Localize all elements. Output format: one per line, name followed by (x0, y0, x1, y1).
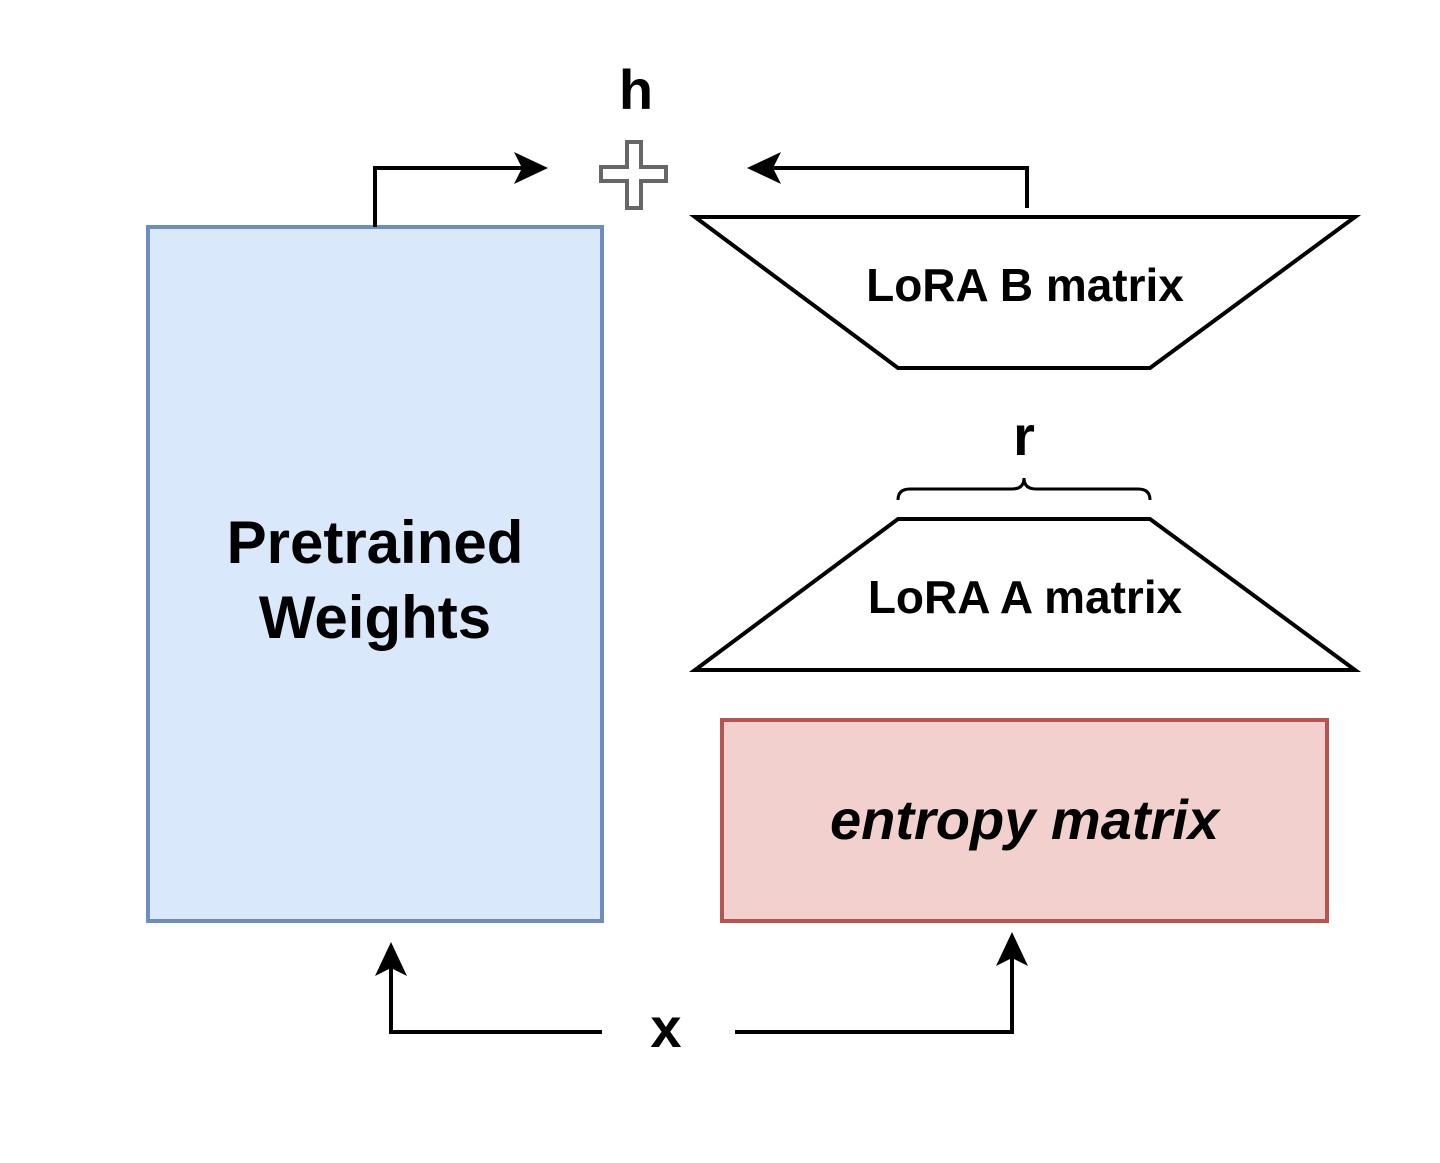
arrowhead-pretrained-to-sum (514, 152, 548, 184)
arrow-x-to-entropy (735, 950, 1014, 1034)
entropy-matrix-label: entropy matrix (830, 788, 1219, 851)
pretrained-weights-label: Pretrained Weights (226, 509, 524, 651)
arrow-x-to-pretrained (389, 960, 602, 1034)
plus-icon (599, 140, 668, 210)
arrowhead-x-to-pretrained (375, 942, 407, 976)
arrow-lora-b-to-sum (766, 166, 1029, 208)
lora-a-matrix-label: LoRA A matrix (867, 571, 1183, 623)
arrowhead-x-to-entropy (996, 932, 1028, 966)
output-h-label: h (618, 58, 654, 121)
lora-b-matrix-block (688, 215, 1362, 370)
rank-r-label: r (1013, 404, 1035, 467)
rank-brace (896, 477, 1152, 501)
lora-a-matrix-block (688, 517, 1362, 672)
input-x-label: x (650, 996, 682, 1059)
arrow-pretrained-to-sum (373, 166, 530, 227)
entropy-matrix-block (720, 718, 1329, 923)
arrowhead-lora-b-to-sum (747, 152, 781, 184)
lora-b-matrix-label: LoRA B matrix (866, 259, 1184, 311)
pretrained-weights-block (146, 225, 604, 923)
